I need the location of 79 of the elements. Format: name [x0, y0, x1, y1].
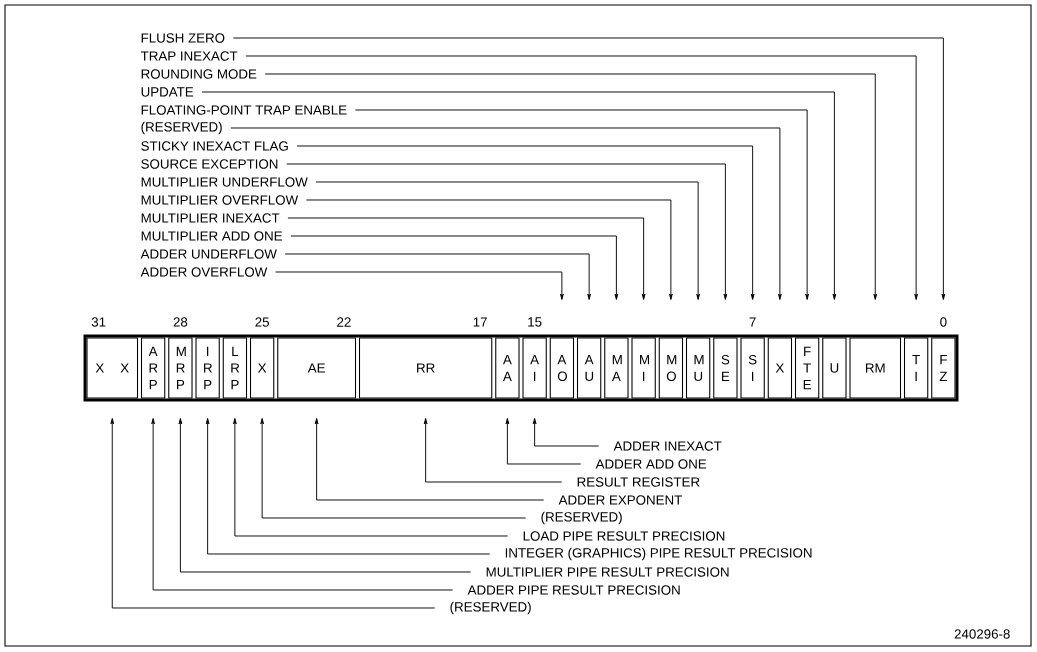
- bit-number: 0: [940, 317, 947, 327]
- field-cell: X: [249, 337, 275, 399]
- leader-arrow: [532, 418, 600, 447]
- field-cell: M I: [631, 337, 656, 399]
- field-label: (RESERVED): [450, 601, 531, 615]
- leader-arrow: [284, 253, 591, 300]
- bit-number: 15: [528, 317, 542, 327]
- leader-arrow: [423, 418, 563, 483]
- leader-arrow: [260, 418, 527, 519]
- field-cell: F Z: [931, 337, 956, 399]
- bit-number: 31: [91, 317, 106, 327]
- field-cell: T I: [903, 337, 929, 399]
- field-cell: RR: [358, 337, 493, 399]
- field-label: (RESERVED): [541, 511, 622, 525]
- field-cell: RM: [849, 337, 902, 399]
- field-label: FLOATING-POINT TRAP ENABLE: [141, 105, 347, 115]
- field-cell: F T E: [794, 337, 820, 399]
- field-cell: M O: [658, 337, 684, 399]
- leader-arrow: [233, 418, 509, 537]
- field-label: ADDER INEXACT: [613, 441, 722, 451]
- field-cell: X: [767, 337, 793, 399]
- leader-arrow: [290, 235, 619, 300]
- field-cell: U: [822, 337, 847, 399]
- leader-arrow: [230, 127, 782, 300]
- field-label: MULTIPLIER UNDERFLOW: [141, 177, 308, 187]
- field-label: MULTIPLIER OVERFLOW: [141, 195, 299, 205]
- field-label: ADDER EXPONENT: [558, 495, 682, 505]
- field-cell: S E: [713, 337, 738, 399]
- field-cell: A R P: [140, 337, 166, 399]
- field-cell: M R P: [168, 337, 193, 399]
- field-cell: AE: [277, 337, 357, 399]
- leader-arrow: [287, 217, 646, 300]
- field-label: (RESERVED): [141, 121, 222, 135]
- field-label: MULTIPLIER INEXACT: [141, 213, 280, 223]
- field-label: LOAD PIPE RESULT PRECISION: [523, 531, 725, 541]
- figure-number: 240296-8: [954, 629, 1010, 639]
- field-cell: I R P: [195, 337, 220, 399]
- field-cell: S I: [740, 337, 765, 399]
- leader-arrow: [151, 418, 454, 591]
- field-cell: L R P: [222, 337, 248, 399]
- field-cell: A U: [576, 337, 602, 399]
- field-cell: A A: [495, 337, 520, 399]
- leader-arrow: [315, 181, 700, 300]
- field-label: MULTIPLIER PIPE RESULT PRECISION: [486, 567, 729, 577]
- field-cell: A I: [522, 337, 547, 399]
- field-cell: X X: [86, 337, 139, 399]
- leader-arrow: [201, 91, 837, 300]
- field-label: RESULT REGISTER: [577, 477, 700, 487]
- leader-arrow: [205, 418, 491, 555]
- leader-arrow: [505, 418, 582, 465]
- field-label: ROUNDING MODE: [141, 69, 257, 79]
- field-label: ADDER PIPE RESULT PRECISION: [467, 585, 680, 595]
- field-label: MULTIPLIER ADD ONE: [141, 231, 282, 241]
- field-label: ADDER UNDERFLOW: [140, 249, 277, 259]
- leader-arrow: [264, 73, 878, 300]
- bit-number: 22: [337, 317, 351, 327]
- field-label: SOURCE EXCEPTION: [141, 159, 278, 169]
- leader-arrow: [110, 418, 436, 609]
- bit-number: 17: [473, 317, 487, 327]
- bit-number: 28: [173, 317, 188, 327]
- bit-number: 25: [255, 317, 269, 327]
- field-label: ADDER ADD ONE: [595, 459, 707, 469]
- field-cell: M U: [685, 337, 711, 399]
- bit-number: 7: [749, 317, 756, 327]
- field-label: INTEGER (GRAPHICS) PIPE RESULT PRECISION: [505, 547, 812, 561]
- field-label: STICKY INEXACT FLAG: [141, 141, 288, 151]
- leader-arrow: [275, 271, 564, 300]
- leader-arrow: [305, 199, 673, 300]
- field-label: UPDATE: [141, 87, 194, 97]
- field-label: ADDER OVERFLOW: [140, 267, 268, 277]
- field-cell: M A: [604, 337, 629, 399]
- field-cell: A O: [549, 337, 575, 399]
- leader-arrow: [296, 145, 755, 300]
- field-label: TRAP INEXACT: [140, 51, 238, 61]
- field-label: FLUSH ZERO: [141, 33, 225, 43]
- leader-arrow: [178, 418, 472, 573]
- leader-arrow: [314, 418, 545, 501]
- leader-arrow: [354, 109, 809, 300]
- leader-arrow: [286, 163, 728, 300]
